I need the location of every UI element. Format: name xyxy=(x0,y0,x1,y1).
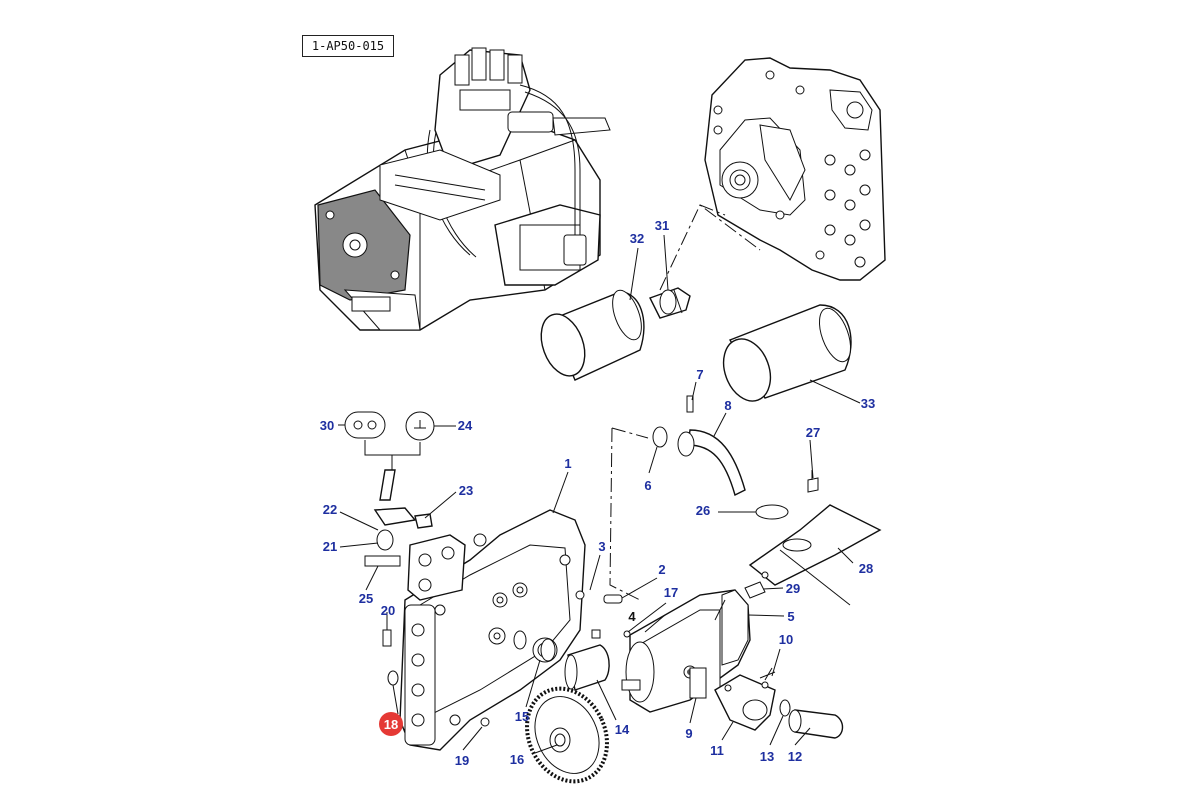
pump-flange-11 xyxy=(714,674,776,731)
callout-29: 29 xyxy=(786,581,800,596)
callout-26: 26 xyxy=(696,503,710,518)
coupling-sleeve-14 xyxy=(564,644,610,691)
callout-33: 33 xyxy=(861,396,875,411)
pump-housing-plate-1 xyxy=(399,509,586,751)
callout-8: 8 xyxy=(724,398,731,413)
cover-plate-28 xyxy=(748,504,882,586)
bushing-15 xyxy=(513,630,556,662)
bolt-29 xyxy=(744,581,766,599)
callout-22: 22 xyxy=(323,502,337,517)
gasket-26 xyxy=(755,504,789,520)
filter-element-32 xyxy=(540,289,645,381)
dowel-20 xyxy=(382,629,392,647)
leader-lines xyxy=(338,234,861,754)
fitting-30 xyxy=(344,411,386,439)
suction-pipe-8 xyxy=(677,429,746,497)
filter-element-33 xyxy=(722,304,852,402)
callout-19: 19 xyxy=(455,753,469,768)
callout-23: 23 xyxy=(459,483,473,498)
callout-27: 27 xyxy=(806,425,820,440)
callout-16: 16 xyxy=(510,752,524,767)
gasket-plate-9 xyxy=(689,667,707,699)
callout-17: 17 xyxy=(664,585,678,600)
callout-15: 15 xyxy=(515,709,529,724)
ring-18 xyxy=(387,670,399,686)
callout-12: 12 xyxy=(788,749,802,764)
callout-4: 4 xyxy=(628,609,636,624)
callout-18-highlight: 18 xyxy=(379,712,403,736)
callout-11: 11 xyxy=(710,743,724,758)
callout-10: 10 xyxy=(779,632,793,647)
transmission-assembly xyxy=(314,47,611,331)
spacer-sleeve-12 xyxy=(788,709,844,739)
dowel-3 xyxy=(591,629,601,639)
washer-23 xyxy=(414,513,433,529)
callout-7: 7 xyxy=(696,367,703,382)
callout-24: 24 xyxy=(458,418,473,433)
callout-3: 3 xyxy=(598,539,605,554)
callout-13: 13 xyxy=(760,749,774,764)
plug-24 xyxy=(405,411,435,441)
callout-32: 32 xyxy=(630,231,644,246)
callout-1: 1 xyxy=(564,456,571,471)
bolt-25 xyxy=(364,555,401,567)
callout-30: 30 xyxy=(320,418,334,433)
callout-20: 20 xyxy=(381,603,395,618)
drive-gear-16 xyxy=(525,686,609,784)
callout-21: 21 xyxy=(323,539,337,554)
ring-19 xyxy=(480,717,490,727)
callout-labels: 32 31 33 7 8 6 27 26 28 29 1 3 2 17 4 5 … xyxy=(320,218,875,768)
callout-18: 18 xyxy=(384,717,398,732)
seal-21 xyxy=(376,529,394,551)
callout-14: 14 xyxy=(615,722,630,737)
valve-housing-plate xyxy=(704,57,886,281)
callout-9: 9 xyxy=(685,726,692,741)
reference-code-label: 1-AP50-015 xyxy=(302,35,394,57)
filter-adapter-31 xyxy=(649,287,691,319)
seal-ring-6 xyxy=(652,426,668,448)
o-ring-17 xyxy=(623,630,631,638)
o-ring-13 xyxy=(779,699,791,717)
callout-2: 2 xyxy=(658,562,665,577)
hose-fitting xyxy=(379,469,396,501)
callout-5: 5 xyxy=(787,609,794,624)
callout-31: 31 xyxy=(655,218,669,233)
bolt-22 xyxy=(373,507,417,526)
dowel-pin-2 xyxy=(603,594,623,604)
callout-25: 25 xyxy=(359,591,373,606)
pin-7 xyxy=(686,395,694,413)
callout-6: 6 xyxy=(644,478,651,493)
callout-28: 28 xyxy=(859,561,873,576)
